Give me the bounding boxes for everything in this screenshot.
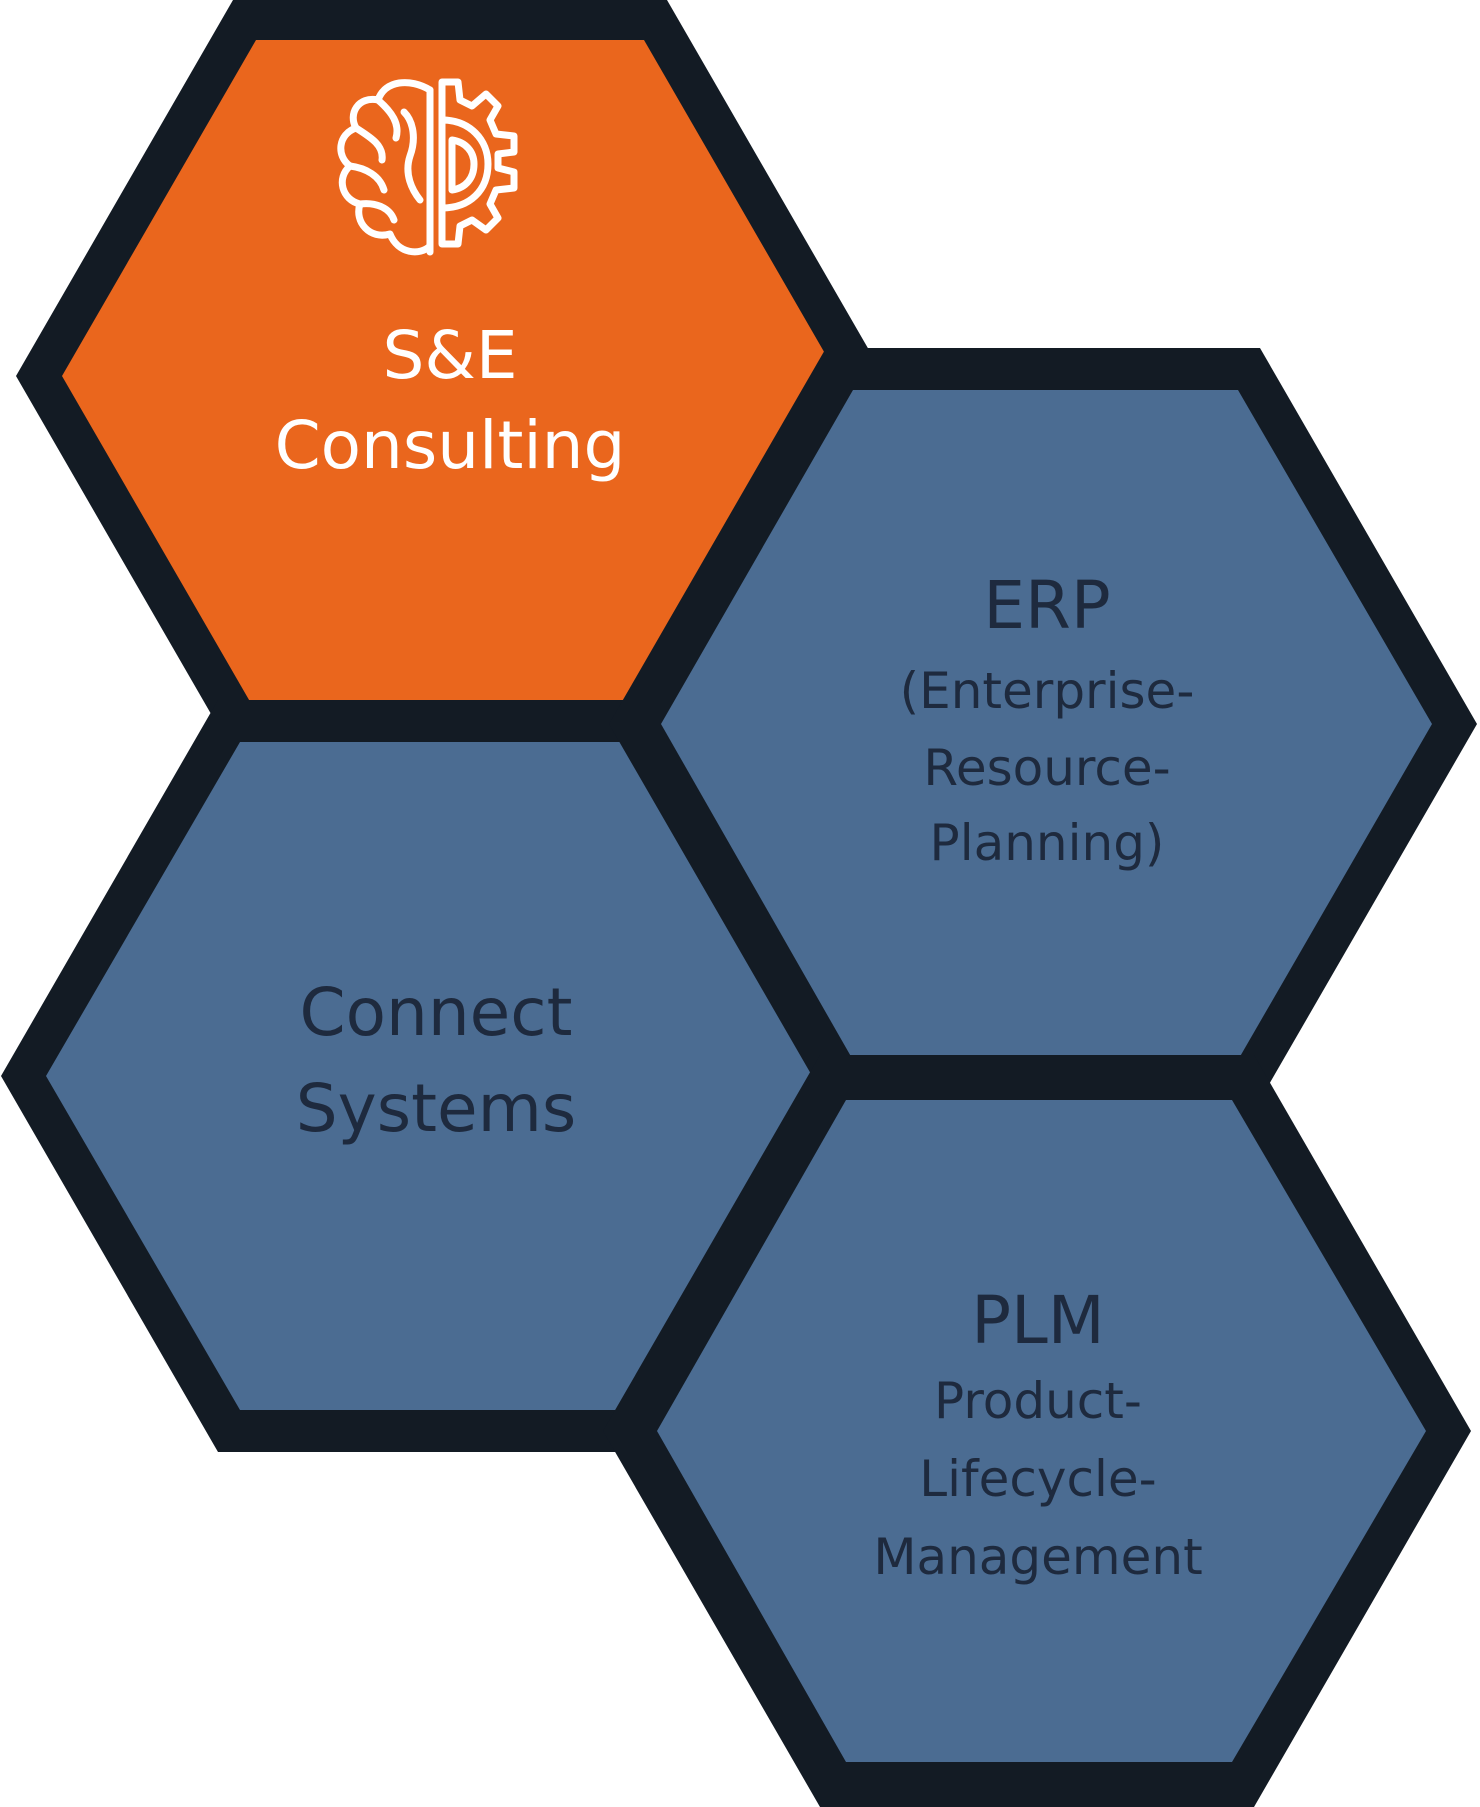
connect-title-line1: Connect xyxy=(300,974,573,1051)
consulting-title-line2: Consulting xyxy=(275,407,626,484)
erp-title: ERP xyxy=(983,567,1110,644)
erp-subtitle-line2: Resource- xyxy=(923,739,1170,797)
brain-gear-icon xyxy=(337,78,518,256)
hex-fill-connect-systems xyxy=(46,742,825,1410)
consulting-title-line1: S&E xyxy=(382,317,517,394)
hex-fill-plm xyxy=(657,1100,1426,1762)
hex-tile-connect-systems: Connect Systems xyxy=(1,700,869,1452)
hex-fill-erp xyxy=(661,390,1432,1060)
plm-subtitle-line1: Product- xyxy=(934,1372,1142,1430)
hex-tile-erp: ERP (Enterprise- Resource- Planning) xyxy=(609,348,1477,1100)
connect-title-line2: Systems xyxy=(296,1070,577,1147)
hex-fill-consulting xyxy=(62,40,838,712)
hex-tile-plm: PLM Product- Lifecycle- Management xyxy=(603,1055,1471,1807)
erp-subtitle-line1: (Enterprise- xyxy=(900,662,1195,720)
erp-subtitle-line3: Planning) xyxy=(930,814,1165,872)
plm-subtitle-line3: Management xyxy=(873,1528,1202,1586)
hex-tile-consulting: S&E Consulting xyxy=(16,0,884,752)
plm-title: PLM xyxy=(971,1282,1105,1359)
plm-subtitle-line2: Lifecycle- xyxy=(919,1450,1156,1508)
